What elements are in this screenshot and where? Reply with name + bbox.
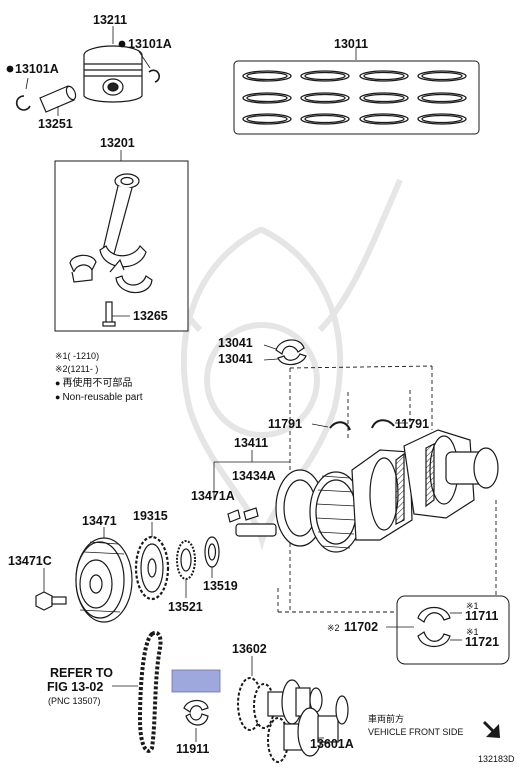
crankshaft-pulley-13471[interactable] (75, 527, 133, 623)
piston-pin-13251[interactable] (39, 85, 77, 116)
mark-11702: ※2 (327, 623, 340, 633)
note-nonreusable-jp: 再使用不可部品 (55, 378, 132, 389)
refer-line-1[interactable]: REFER TO (50, 666, 113, 680)
mark-11721: ※1 (466, 627, 479, 637)
vehicle-front-arrow-icon (482, 720, 500, 738)
direction-jp: 車両前方 (368, 714, 405, 724)
part-label-11702[interactable]: 11702 (344, 620, 379, 634)
mark-11711: ※1 (466, 601, 479, 611)
part-label-13519[interactable]: 13519 (203, 579, 238, 593)
main-bearing-set-11702[interactable] (386, 595, 510, 665)
pulley-bolt-13471c[interactable] (35, 568, 67, 611)
part-label-11911[interactable]: 11911 (176, 742, 210, 756)
part-label-13041-a[interactable]: 13041 (218, 336, 253, 350)
direction-en: VEHICLE FRONT SIDE (368, 727, 464, 737)
crankshaft[interactable] (235, 429, 499, 553)
part-label-13011[interactable]: 13011 (334, 37, 369, 51)
figure-code: 132183D (478, 754, 515, 764)
crank-angle-sensor-plate-19315[interactable] (134, 522, 170, 601)
part-label-11721[interactable]: 11721 (465, 635, 500, 649)
refer-line-2[interactable]: FIG 13-02 (47, 680, 104, 694)
part-label-13211[interactable]: 13211 (93, 13, 128, 27)
note-range-2: ※2(1211- ) (55, 364, 99, 374)
part-label-13521[interactable]: 13521 (168, 600, 203, 614)
non-reusable-dot-icon (6, 40, 126, 73)
timing-chain[interactable] (112, 630, 163, 753)
part-label-13041-b[interactable]: 13041 (218, 352, 253, 366)
snap-ring-13101a-right[interactable] (137, 49, 161, 83)
part-label-11711[interactable]: 11711 (465, 609, 499, 623)
balance-shaft-13602[interactable] (237, 656, 323, 731)
part-label-13251[interactable]: 13251 (38, 117, 73, 131)
crankshaft-washer-13519[interactable] (204, 536, 220, 578)
part-label-19315[interactable]: 19315 (133, 509, 168, 523)
piston-ring-set-13011[interactable] (233, 48, 480, 135)
part-label-13601a[interactable]: 13601A (310, 737, 354, 751)
note-nonreusable-en: Non-reusable part (55, 392, 142, 403)
timing-pulley-11911[interactable] (183, 699, 209, 743)
snap-ring-13101a-left[interactable] (15, 77, 31, 111)
part-label-11791-a[interactable]: 11791 (268, 417, 303, 431)
connecting-rod-13201[interactable] (54, 150, 189, 332)
part-label-13434a[interactable]: 13434A (232, 469, 276, 483)
note-range-1: ※1( -1210) (55, 351, 100, 361)
part-label-13201[interactable]: 13201 (100, 136, 135, 150)
part-label-13101a-right[interactable]: 13101A (128, 37, 172, 51)
part-label-13101a-left[interactable]: 13101A (15, 62, 59, 76)
part-label-13411[interactable]: 13411 (234, 436, 269, 450)
piston-13211[interactable] (83, 26, 143, 103)
part-label-13265[interactable]: 13265 (133, 309, 168, 323)
part-label-13471[interactable]: 13471 (82, 514, 117, 528)
part-label-13602[interactable]: 13602 (232, 642, 267, 656)
balance-shaft-13601a[interactable] (267, 695, 349, 763)
part-label-11791-b[interactable]: 11791 (395, 417, 430, 431)
highlight-box-11911[interactable] (171, 669, 221, 693)
thrust-washer-11791[interactable] (311, 419, 408, 431)
part-label-13471a[interactable]: 13471A (191, 489, 235, 503)
part-label-13471c[interactable]: 13471C (8, 554, 52, 568)
refer-line-3[interactable]: (PNC 13507) (48, 696, 101, 706)
connecting-rod-bearing-13041[interactable] (263, 339, 307, 366)
crankshaft-timing-gear-13521[interactable] (176, 540, 196, 598)
crankshaft-key[interactable] (213, 450, 290, 523)
